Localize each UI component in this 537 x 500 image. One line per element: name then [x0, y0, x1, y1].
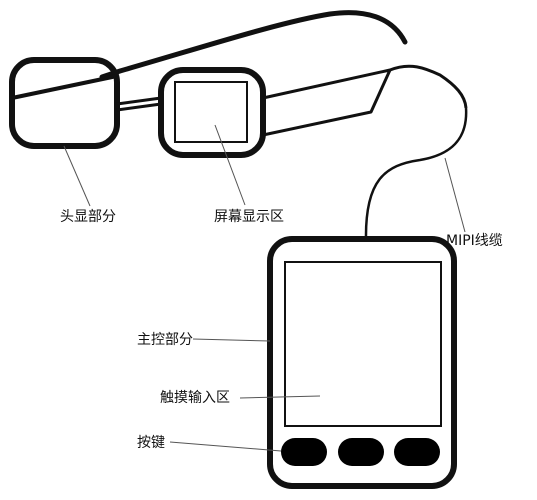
left-lens-diagonal	[11, 74, 118, 100]
temple-arm	[99, 10, 408, 80]
main-control-body	[267, 236, 457, 489]
leader-touch-input	[239, 395, 321, 399]
mipi-cable	[364, 107, 468, 241]
touch-input-area	[284, 261, 442, 427]
button-right	[394, 438, 440, 466]
leader-mipi-cable	[444, 157, 466, 233]
label-main-control: 主控部分	[137, 332, 193, 348]
label-buttons: 按键	[137, 435, 165, 451]
label-mipi-cable: MIPI线缆	[446, 233, 503, 249]
right-temple	[262, 68, 392, 137]
bridge	[116, 96, 162, 112]
label-head-display: 头显部分	[60, 209, 116, 225]
leader-main-control	[192, 338, 271, 342]
label-screen-area: 屏幕显示区	[214, 209, 284, 225]
button-middle	[338, 438, 384, 466]
leader-head-display	[63, 145, 91, 207]
right-lens-frame	[158, 67, 266, 158]
leader-buttons	[169, 441, 282, 452]
screen-display-rect	[174, 81, 248, 143]
temple-hook	[389, 64, 468, 109]
left-lens-frame	[9, 57, 120, 149]
leader-screen-area	[214, 124, 246, 206]
label-touch-input: 触摸输入区	[160, 390, 230, 406]
button-left	[281, 438, 327, 466]
